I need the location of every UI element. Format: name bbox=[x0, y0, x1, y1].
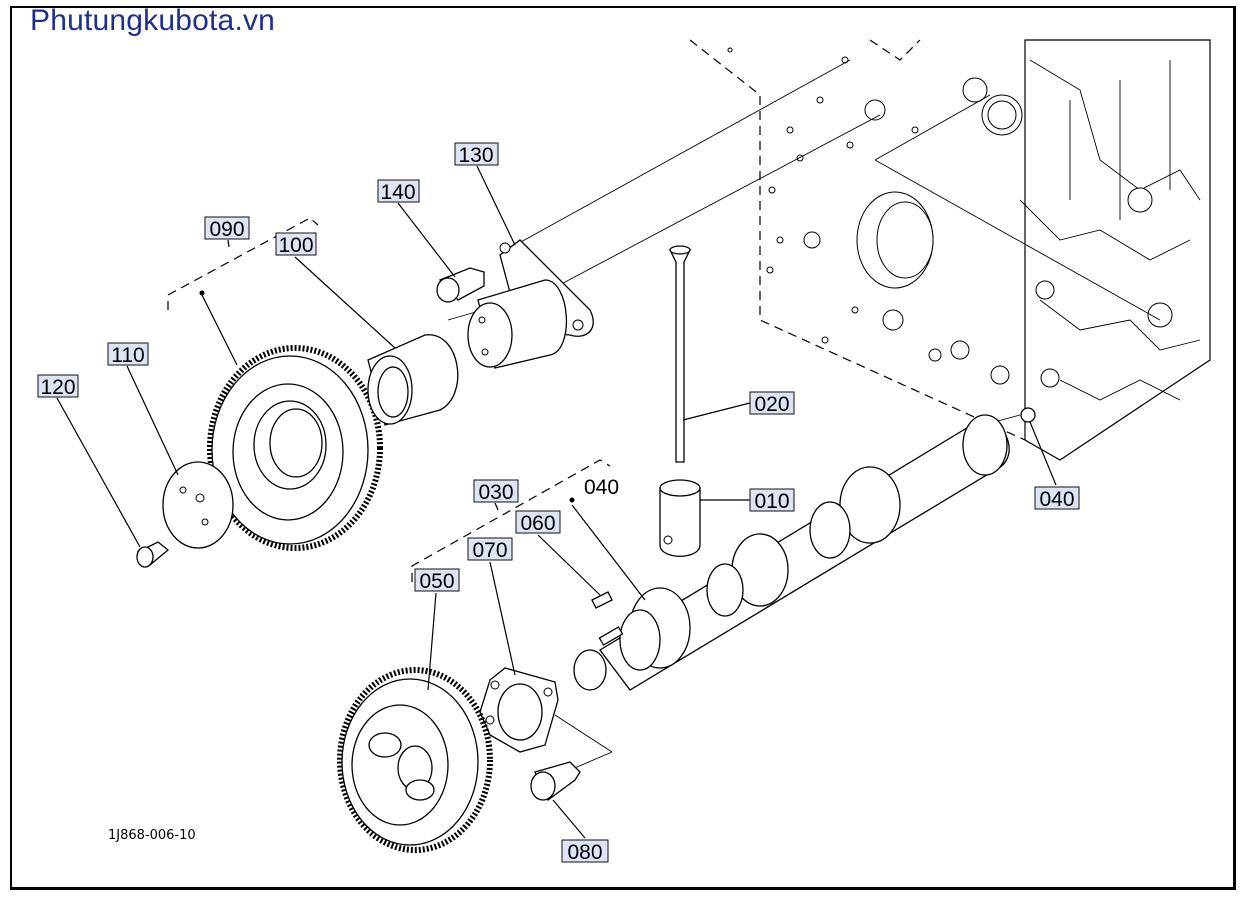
idler-gear-090 bbox=[207, 345, 383, 551]
site-title: Phutungkubota.vn bbox=[30, 4, 276, 37]
callout-060: 060 bbox=[515, 510, 561, 535]
cam-gear-050 bbox=[337, 667, 493, 853]
callout-010: 010 bbox=[749, 488, 795, 513]
svg-text:020: 020 bbox=[754, 393, 789, 416]
svg-text:120: 120 bbox=[40, 376, 75, 399]
callout-100: 100 bbox=[275, 232, 317, 257]
push-rod-020 bbox=[668, 245, 692, 463]
camshaft bbox=[573, 414, 1010, 691]
callout-090: 090 bbox=[204, 216, 250, 241]
bolt-140 bbox=[436, 267, 485, 303]
callout-030: 030 bbox=[473, 479, 519, 504]
bushing-100 bbox=[367, 334, 459, 426]
tappet-010 bbox=[659, 479, 701, 557]
drawing-code: 1J868-006-10 bbox=[108, 828, 196, 843]
thrust-plate-070 bbox=[479, 667, 613, 771]
svg-text:140: 140 bbox=[380, 181, 415, 204]
svg-text:110: 110 bbox=[111, 344, 144, 367]
key-060 bbox=[591, 591, 613, 609]
svg-text:080: 080 bbox=[567, 841, 602, 864]
ball-040 bbox=[1020, 407, 1036, 423]
svg-text:100: 100 bbox=[278, 234, 313, 257]
bolt-080 bbox=[530, 761, 581, 801]
svg-text:050: 050 bbox=[419, 570, 454, 593]
svg-text:040: 040 bbox=[1039, 488, 1074, 511]
callout-040-ball: 040 bbox=[1034, 486, 1080, 511]
callout-050: 050 bbox=[414, 568, 460, 593]
label-040-camshaft: 040 bbox=[584, 476, 619, 499]
collar-110 bbox=[162, 461, 234, 549]
idler-shaft-130 bbox=[467, 239, 594, 369]
svg-text:060: 060 bbox=[520, 512, 555, 535]
callout-130: 130 bbox=[454, 142, 499, 167]
svg-text:010: 010 bbox=[754, 490, 789, 513]
svg-text:030: 030 bbox=[478, 481, 513, 504]
svg-text:130: 130 bbox=[458, 144, 493, 167]
callout-140: 140 bbox=[377, 179, 420, 204]
callout-070: 070 bbox=[467, 537, 513, 562]
callout-020: 020 bbox=[749, 391, 795, 416]
group-brackets bbox=[167, 217, 611, 582]
svg-text:070: 070 bbox=[472, 539, 507, 562]
svg-text:090: 090 bbox=[209, 218, 244, 241]
bolt-120 bbox=[136, 541, 170, 568]
callout-110: 110 bbox=[107, 342, 149, 367]
leader-lines bbox=[56, 165, 1057, 839]
callout-080: 080 bbox=[561, 839, 609, 864]
callout-120: 120 bbox=[37, 374, 79, 399]
engine-block bbox=[689, 39, 1211, 461]
